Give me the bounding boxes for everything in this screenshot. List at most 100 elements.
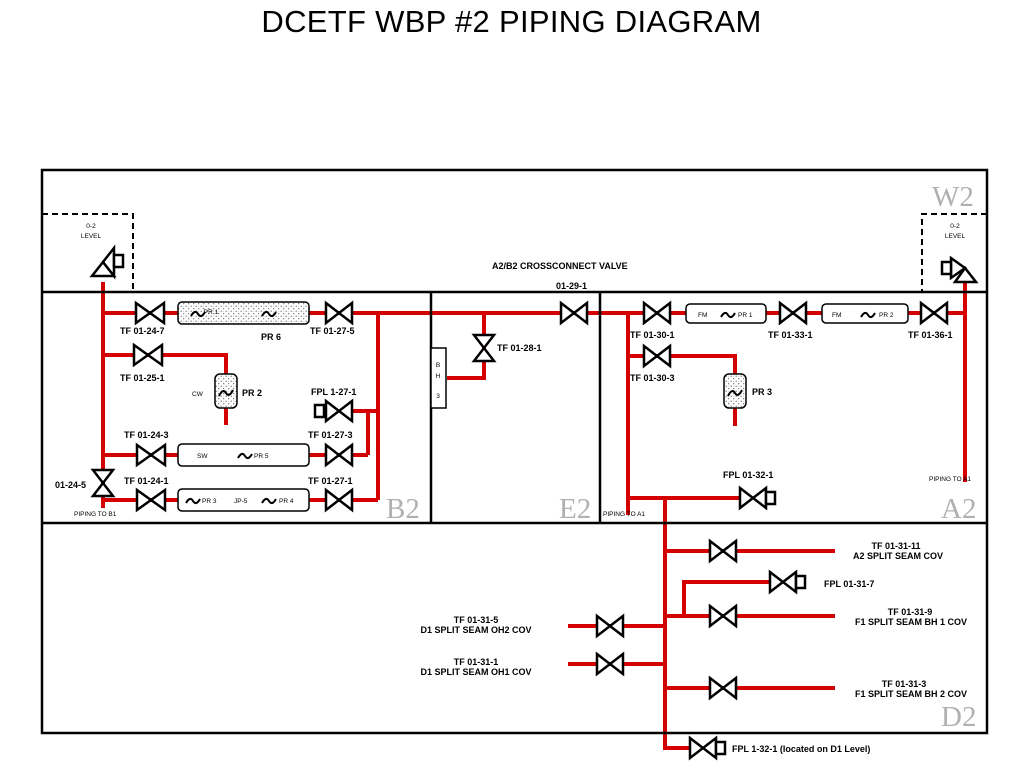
valve-tf01-30-3[interactable] xyxy=(642,343,672,369)
label-tf01-25-1: TF 01-25-1 xyxy=(120,373,165,383)
label-bh3-3: 3 xyxy=(436,393,440,400)
label-tf01-24-3: TF 01-24-3 xyxy=(124,430,169,440)
level-right-line2: LEVEL xyxy=(945,233,966,240)
zone-label-a2: A2 xyxy=(941,493,976,525)
pipe-d2-fpl-branch xyxy=(665,580,770,618)
label-01-24-5: 01-24-5 xyxy=(55,480,86,490)
label-pr1-a2: PR 1 xyxy=(738,312,753,319)
valve-tf01-30-1[interactable] xyxy=(642,300,672,326)
valve-tf01-33-1[interactable] xyxy=(778,300,808,326)
valve-fpl1-32-1-d1[interactable] xyxy=(688,735,727,761)
label-bh3-h: H xyxy=(436,373,441,380)
label-pr6: PR 6 xyxy=(261,332,281,342)
valve-tf01-25-1[interactable] xyxy=(132,342,164,368)
pipe-d2-main-vertical xyxy=(663,498,692,750)
bulkhead-bh3 xyxy=(430,347,447,409)
valve-fpl01-32-1[interactable] xyxy=(738,485,777,511)
label-piping-to-a1-a2: PIPING TO A1 xyxy=(929,476,971,483)
level-box-right xyxy=(921,213,987,292)
label-tf01-27-5: TF 01-27-5 xyxy=(310,326,355,336)
label-tf01-31-5: TF 01-31-5 xyxy=(454,615,499,625)
valve-tf01-24-1[interactable] xyxy=(135,487,167,513)
label-a2-split-seam: A2 SPLIT SEAM COV xyxy=(853,551,943,561)
label-tf01-36-1: TF 01-36-1 xyxy=(908,330,953,340)
label-piping-to-b1: PIPING TO B1 xyxy=(74,511,117,518)
label-crossconnect: A2/B2 CROSSCONNECT VALVE xyxy=(492,261,628,271)
pipe-b2-pr2-branch xyxy=(103,353,228,425)
label-fpl1-32-1-d1: FPL 1-32-1 (located on D1 Level) xyxy=(732,744,870,754)
valve-tf01-27-5[interactable] xyxy=(324,300,354,326)
label-tf01-27-3: TF 01-27-3 xyxy=(308,430,353,440)
valve-01-29-1[interactable] xyxy=(559,300,589,326)
valve-tf01-27-1[interactable] xyxy=(324,487,354,513)
label-cw: CW xyxy=(192,391,204,398)
label-pr3-a2: PR 3 xyxy=(752,387,772,397)
filter-pr3-a2 xyxy=(723,373,747,409)
label-pr3-b2: PR 3 xyxy=(202,498,217,505)
label-pr2-a2: PR 2 xyxy=(879,312,894,319)
level-box-left xyxy=(42,213,134,292)
meter-fm-pr1 xyxy=(685,303,767,324)
zone-label-b2: B2 xyxy=(386,493,420,525)
label-pr4: PR 4 xyxy=(279,498,294,505)
label-f1-bh2: F1 SPLIT SEAM BH 2 COV xyxy=(855,689,967,699)
label-tf01-31-9: TF 01-31-9 xyxy=(888,607,933,617)
valve-01-24-5[interactable] xyxy=(90,468,116,498)
valve-tf01-31-9[interactable] xyxy=(708,603,738,629)
label-sw: SW xyxy=(197,453,208,460)
valve-tf01-31-11[interactable] xyxy=(708,538,738,564)
level-right-line1: 0-2 xyxy=(950,223,960,230)
diagram-title: DCETF WBP #2 PIPING DIAGRAM xyxy=(261,4,762,39)
label-tf01-31-1: TF 01-31-1 xyxy=(454,657,499,667)
label-tf01-27-1: TF 01-27-1 xyxy=(308,476,353,486)
label-01-29-1: 01-29-1 xyxy=(556,281,587,291)
valve-tf01-36-1[interactable] xyxy=(919,300,949,326)
label-fpl01-31-7: FPL 01-31-7 xyxy=(824,579,874,589)
label-tf01-33-1: TF 01-33-1 xyxy=(768,330,813,340)
zone-label-d2: D2 xyxy=(941,701,976,733)
angle-valve-right[interactable] xyxy=(940,255,979,284)
label-d1-oh1: D1 SPLIT SEAM OH1 COV xyxy=(420,667,531,677)
label-pr2: PR 2 xyxy=(242,388,262,398)
level-left-line1: 0-2 xyxy=(86,223,96,230)
valve-fpl1-27-1[interactable] xyxy=(313,398,354,424)
label-piping-to-a1-e2: PIPING TO A1 xyxy=(603,511,645,518)
valve-tf01-24-7[interactable] xyxy=(134,300,166,326)
valve-fpl01-31-7[interactable] xyxy=(768,569,807,595)
label-jp5: JP-5 xyxy=(234,498,248,505)
label-bh3-b: B xyxy=(436,362,440,369)
level-left-line2: LEVEL xyxy=(81,233,102,240)
label-f1-bh1: F1 SPLIT SEAM BH 1 COV xyxy=(855,617,967,627)
label-tf01-24-7: TF 01-24-7 xyxy=(120,326,165,336)
label-tf01-31-3: TF 01-31-3 xyxy=(882,679,927,689)
label-fm1: FM xyxy=(698,312,707,319)
pipe-b2-fpl-link xyxy=(352,409,370,455)
valve-tf01-31-3[interactable] xyxy=(708,675,738,701)
valve-tf01-24-3[interactable] xyxy=(135,442,167,468)
label-fm2: FM xyxy=(832,312,841,319)
meter-pr5 xyxy=(177,443,310,467)
angle-valve-left[interactable] xyxy=(89,244,125,280)
filter-pr6 xyxy=(177,301,310,325)
label-d1-oh2: D1 SPLIT SEAM OH2 COV xyxy=(420,625,531,635)
label-tf01-30-3: TF 01-30-3 xyxy=(630,373,675,383)
label-tf01-28-1: TF 01-28-1 xyxy=(497,343,542,353)
label-tf01-31-11: TF 01-31-11 xyxy=(871,541,920,551)
label-fpl01-32-1: FPL 01-32-1 xyxy=(723,470,773,480)
label-pr1-b2: PR 1 xyxy=(204,309,219,316)
valve-tf01-31-1[interactable] xyxy=(595,651,625,677)
label-pr5: PR 5 xyxy=(254,453,269,460)
outer-boundary xyxy=(40,168,989,735)
label-tf01-24-1: TF 01-24-1 xyxy=(124,476,169,486)
meter-fm-pr2 xyxy=(821,303,909,324)
valve-tf01-27-3[interactable] xyxy=(324,442,354,468)
meter-pr3-pr4 xyxy=(177,488,310,512)
zone-label-e2: E2 xyxy=(559,493,591,525)
filter-pr2 xyxy=(214,373,238,409)
label-tf01-30-1: TF 01-30-1 xyxy=(630,330,675,340)
label-fpl1-27-1: FPL 1-27-1 xyxy=(311,387,356,397)
valve-tf01-28-1[interactable] xyxy=(471,333,497,363)
valve-tf01-31-5[interactable] xyxy=(595,613,625,639)
zone-label-w2: W2 xyxy=(932,181,974,213)
